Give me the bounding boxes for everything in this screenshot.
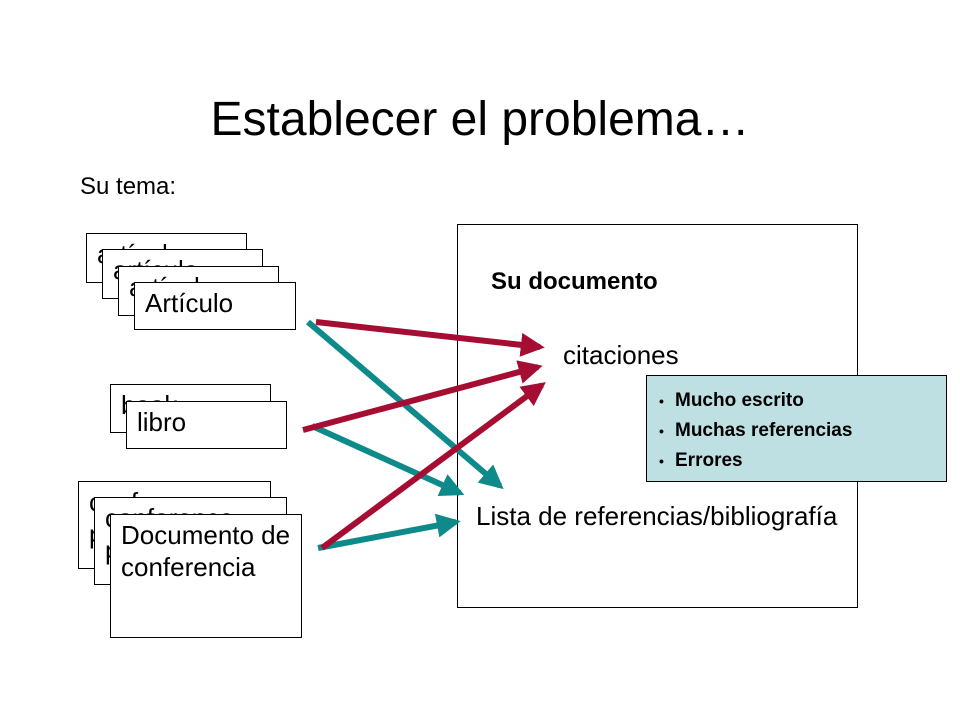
callout-item: •Mucho escrito xyxy=(659,386,940,416)
citations-label: citaciones xyxy=(563,340,679,370)
arrow-book-to-references xyxy=(310,423,465,497)
bullet-icon: • xyxy=(659,453,664,469)
document-title: Su documento xyxy=(491,268,658,295)
arrow-article-to-citations xyxy=(315,319,545,357)
problems-callout: •Mucho escrito •Muchas referencias •Erro… xyxy=(646,375,947,482)
topic-label: Su tema: xyxy=(80,173,177,200)
bullet-icon: • xyxy=(659,393,664,409)
arrow-conference-to-citations xyxy=(320,382,546,551)
book-card-2: libro xyxy=(126,401,287,449)
callout-item: •Muchas referencias xyxy=(659,416,940,446)
article-card-4: Artículo xyxy=(134,282,296,330)
bullet-icon: • xyxy=(659,423,664,439)
arrow-conference-to-references xyxy=(317,513,461,551)
callout-item: •Errores xyxy=(659,446,940,476)
slide-title: Establecer el problema… xyxy=(210,93,750,146)
conference-card-3: Documento de conferencia xyxy=(110,514,302,638)
reference-list-label: Lista de referencias/bibliografía xyxy=(476,501,838,531)
arrow-book-to-citations xyxy=(302,360,543,433)
